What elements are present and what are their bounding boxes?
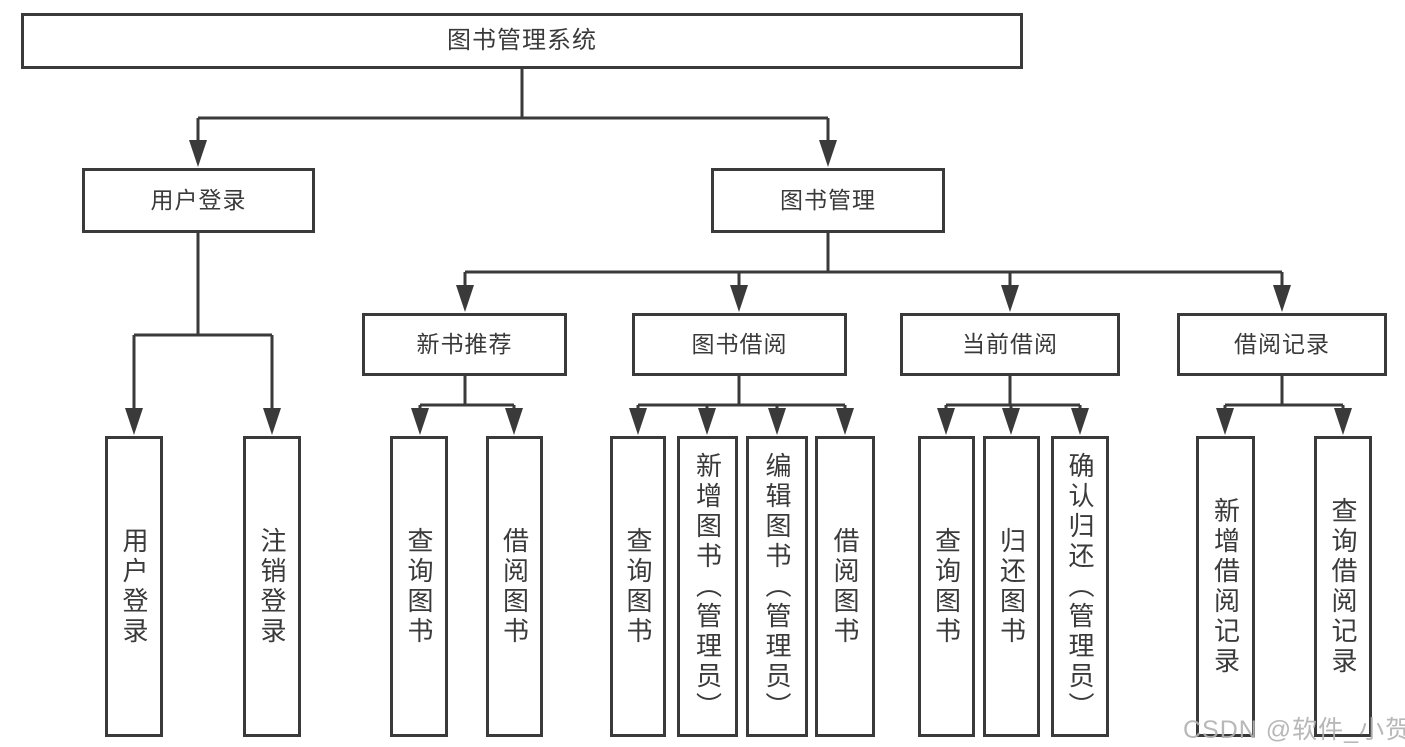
node-label: 查询图书 (623, 526, 653, 647)
node-label: 新增图书（管理员） (692, 451, 723, 722)
arrow-down-icon (1071, 408, 1089, 435)
node-borrow-records: 借阅记录 (1177, 313, 1387, 376)
node-new-book-recommend: 新书推荐 (362, 313, 567, 376)
arrow-down-icon (1334, 408, 1352, 435)
node-label: 用户登录 (119, 526, 149, 647)
arrow-down-icon (1002, 408, 1020, 435)
node-label: 注销登录 (257, 526, 287, 647)
leaf-query-book-borrowing: 查询图书 (610, 436, 666, 737)
node-label: 新书推荐 (416, 331, 513, 357)
arrow-down-icon (505, 408, 523, 435)
arrow-down-icon (629, 408, 647, 435)
node-label: 当前借阅 (962, 331, 1058, 357)
node-label: 图书管理 (780, 187, 876, 213)
arrow-down-icon (768, 408, 786, 435)
node-label: 归还图书 (996, 526, 1027, 647)
leaf-query-borrow-record: 查询借阅记录 (1314, 436, 1372, 737)
arrow-down-icon (937, 408, 955, 435)
node-label: 图书管理系统 (447, 27, 597, 54)
node-label: 借阅图书 (830, 526, 860, 647)
leaf-add-book-admin: 新增图书（管理员） (677, 436, 738, 737)
leaf-return-book: 归还图书 (983, 436, 1040, 737)
node-label: 编辑图书（管理员） (762, 451, 792, 722)
arrow-down-icon (1001, 285, 1019, 312)
node-label: 确认归还（管理员） (1065, 451, 1095, 722)
leaf-borrow-book-recommend: 借阅图书 (486, 436, 543, 737)
node-label: 查询图书 (931, 526, 962, 647)
node-label: 借阅图书 (499, 526, 530, 647)
arrow-down-icon (698, 408, 716, 435)
arrow-down-icon (189, 140, 207, 167)
arrow-down-icon (1273, 285, 1291, 312)
leaf-borrow-book-borrowing: 借阅图书 (815, 436, 875, 737)
node-current-borrowing: 当前借阅 (900, 313, 1120, 376)
leaf-query-book-current: 查询图书 (918, 436, 975, 737)
arrow-down-icon (1216, 408, 1234, 435)
node-book-management: 图书管理 (711, 168, 945, 233)
arrow-down-icon (836, 408, 854, 435)
node-book-borrowing: 图书借阅 (632, 313, 847, 376)
leaf-query-book-recommend: 查询图书 (390, 436, 448, 737)
node-library-management-system: 图书管理系统 (21, 13, 1023, 69)
node-label: 新增借阅记录 (1210, 496, 1241, 677)
arrow-down-icon (263, 408, 281, 435)
node-label: 查询图书 (404, 526, 434, 647)
arrow-down-icon (456, 285, 474, 312)
node-label: 用户登录 (150, 187, 247, 213)
leaf-user-login: 用户登录 (105, 436, 163, 737)
arrow-down-icon (125, 408, 143, 435)
arrow-down-icon (819, 140, 837, 167)
csdn-watermark: CSDN @软件_小贺同学 (1183, 716, 1405, 744)
leaf-edit-book-admin: 编辑图书（管理员） (746, 436, 808, 737)
arrowheads (125, 140, 1352, 435)
arrow-down-icon (730, 285, 748, 312)
leaf-add-borrow-record: 新增借阅记录 (1196, 436, 1255, 737)
leaf-logout: 注销登录 (243, 436, 301, 737)
node-label: 查询借阅记录 (1328, 496, 1358, 677)
node-user-login: 用户登录 (82, 168, 315, 233)
arrow-down-icon (411, 408, 429, 435)
node-label: 图书借阅 (691, 331, 788, 357)
leaf-confirm-return-admin: 确认归还（管理员） (1051, 436, 1109, 737)
node-label: 借阅记录 (1234, 331, 1330, 357)
